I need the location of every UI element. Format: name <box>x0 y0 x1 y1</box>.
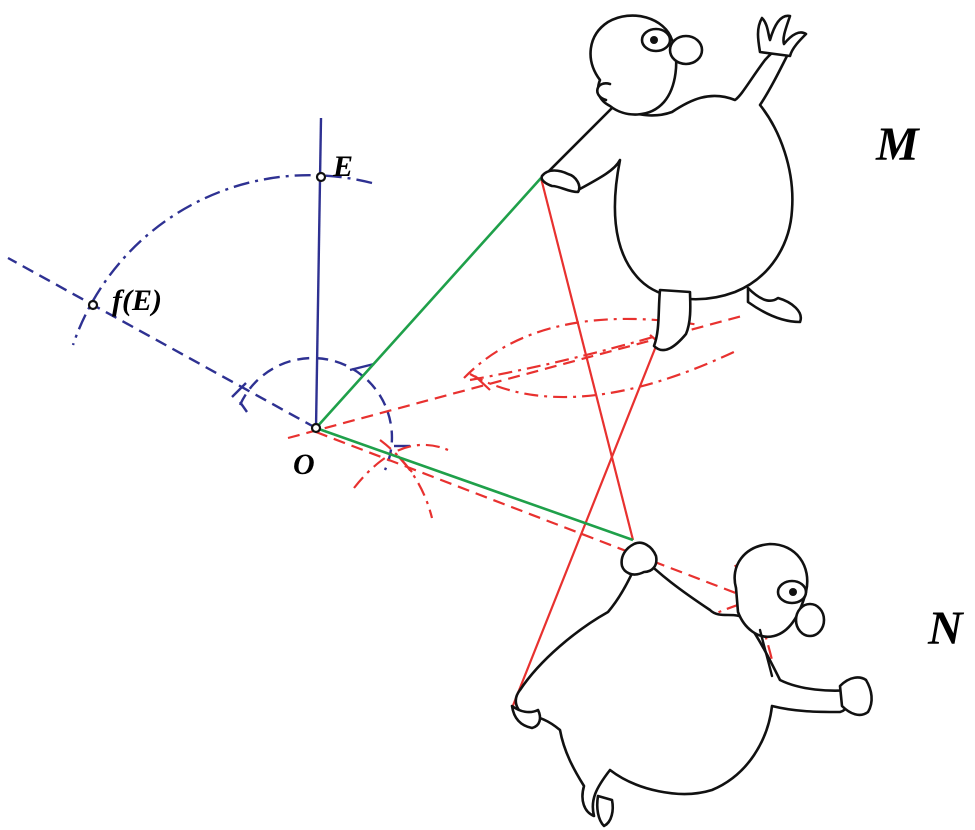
figure-m-foot-left <box>652 288 692 352</box>
figure-m-raised-hand <box>756 14 808 58</box>
figure-n-pupil <box>789 588 797 596</box>
green-segments <box>315 177 634 542</box>
figure-m-hand <box>540 169 581 194</box>
point-o-marker <box>310 422 322 434</box>
bisector-lower <box>315 430 781 612</box>
label-e: E <box>332 150 353 183</box>
red-tick-1 <box>474 375 491 391</box>
figure-m-nose <box>668 34 704 66</box>
segment-hand-m-to-hand-n <box>539 177 635 541</box>
segment-foot-m-to-foot-n <box>510 325 666 709</box>
figure-n-raised-hand <box>838 676 873 717</box>
label-n: N <box>927 602 965 655</box>
figure-n-neck-line <box>758 628 774 678</box>
label-o: O <box>293 448 315 481</box>
segment-o-to-hand-m <box>315 177 542 429</box>
tick-mark-3 <box>349 362 375 372</box>
ray-o-e <box>314 117 323 429</box>
figure-n-nose <box>794 602 826 638</box>
points <box>87 171 327 434</box>
arc-near-o-2 <box>379 439 434 519</box>
segment-o-to-hand-n <box>315 426 634 542</box>
labels: E f(E) O M N <box>112 118 965 655</box>
label-m: M <box>875 118 921 171</box>
arc-e-to-fe <box>71 173 373 346</box>
point-e-marker <box>315 171 327 183</box>
tick-mark-1 <box>231 382 247 398</box>
figure-m-pupil <box>650 36 658 44</box>
arc-near-o-1 <box>353 443 449 489</box>
ray-o-fe <box>7 256 317 430</box>
figure-n-foot-bottom <box>595 794 615 828</box>
figure-m-foot-right <box>746 286 803 324</box>
tick-mark-2 <box>239 401 248 413</box>
figure-n-foot-left <box>510 704 542 730</box>
point-fe-marker <box>87 299 99 311</box>
cartoon-figure-m <box>540 14 808 352</box>
label-fe: f(E) <box>112 284 162 317</box>
lens-arc-lower <box>469 349 739 399</box>
figure-m-ear <box>596 82 612 102</box>
cartoon-figure-n <box>510 541 873 828</box>
figure-n-hand <box>620 541 658 576</box>
angle-arc-small <box>238 356 394 471</box>
